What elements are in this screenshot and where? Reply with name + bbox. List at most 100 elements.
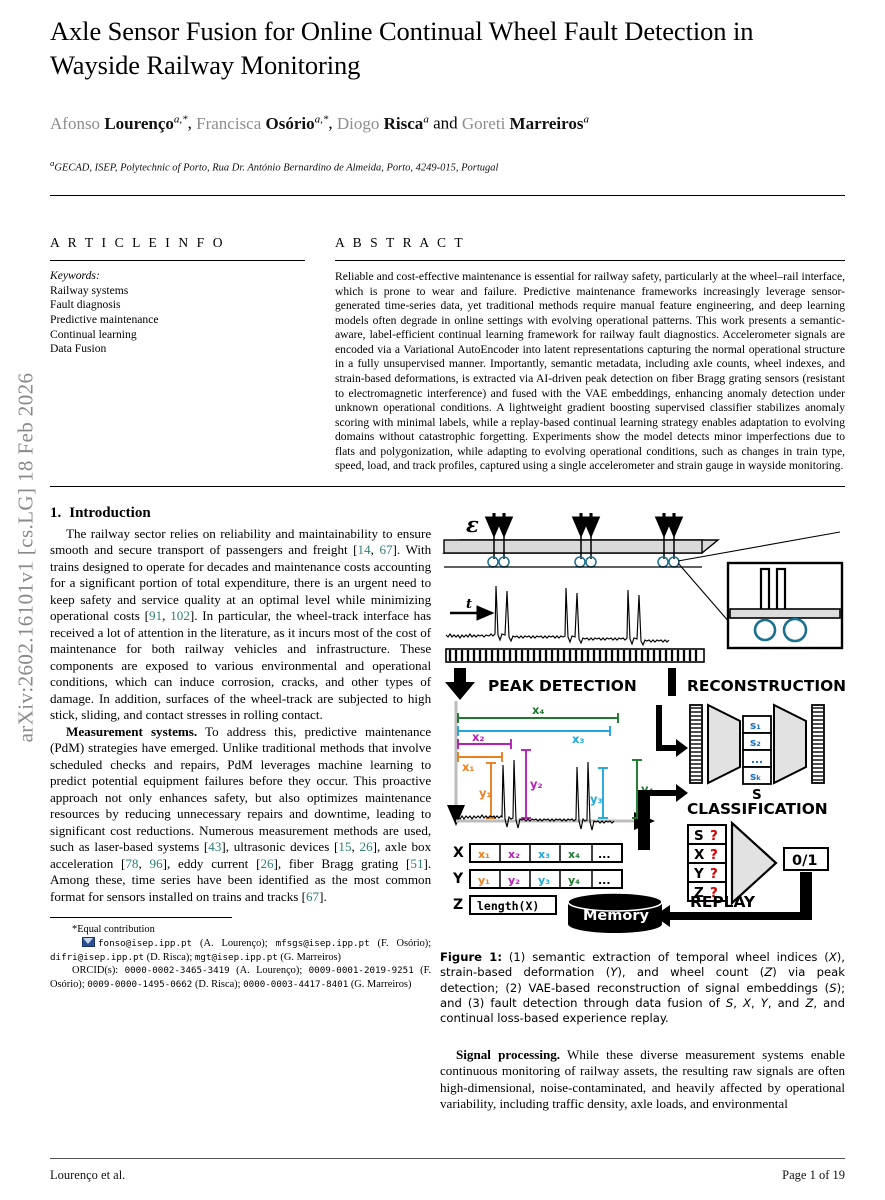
latent-cell-s2: s₂ <box>750 737 761 749</box>
affiliation-mark: a <box>50 157 55 168</box>
keywords-label: Keywords: <box>50 269 100 283</box>
article-info-heading: A R T I C L E I N F O <box>50 235 226 251</box>
runin-heading-measurement: Measurement systems. <box>66 723 198 739</box>
abstract-heading: A B S T R A C T <box>335 235 466 251</box>
caption-var-Y: Y <box>610 965 618 980</box>
sampling-comb <box>445 648 705 663</box>
zoom-callout-lines <box>677 531 841 624</box>
author-family: Marreiros <box>509 113 584 133</box>
author-given: Diogo <box>336 113 380 133</box>
time-symbol-label: t <box>466 597 472 612</box>
right-column: ε <box>440 505 846 1113</box>
citation-ref[interactable]: 96 <box>149 855 163 871</box>
cell-y-ellipsis: ... <box>598 874 611 887</box>
citation-ref[interactable]: 26 <box>359 839 373 855</box>
author-family: Lourenço <box>104 113 174 133</box>
orcid-id[interactable]: 0009-0001-2019-9251 <box>308 965 414 977</box>
wheel-detail-content <box>729 567 841 643</box>
vae-reconstruction: s₁ s₂ ... sₖ S <box>638 703 825 850</box>
span-x1 <box>457 751 503 762</box>
vae-encoder <box>707 703 741 785</box>
info-abstract-band: A R T I C L E I N F O Keywords: Railway … <box>50 222 845 474</box>
caption-part-3: ), and wheel count ( <box>617 965 765 980</box>
latent-label-S: S <box>752 787 762 803</box>
fusion-mark-X: ? <box>710 847 718 863</box>
peak-detection-plot: x₄ x₃ x₂ <box>447 700 655 830</box>
orcid-owner: (G. Marreiros) <box>348 978 412 990</box>
citation-ref[interactable]: 67 <box>306 888 320 904</box>
latent-cell-ellipsis: ... <box>751 754 763 766</box>
caption-part-8: , and <box>767 996 806 1011</box>
body-columns: 1.Introduction The railway sector relies… <box>50 505 846 1113</box>
orcid-owner: (F. Osório); <box>50 965 432 990</box>
citation-ref[interactable]: 51 <box>410 855 424 871</box>
cite-sep: , <box>351 839 360 855</box>
marker-label-x1: x₁ <box>462 760 474 774</box>
replay-arrow <box>654 871 812 927</box>
classifier-output-label: 0/1 <box>792 853 817 869</box>
author-affil-mark: a,* <box>314 113 329 125</box>
citation-ref[interactable]: 67 <box>379 542 393 558</box>
intro-p2-part7: ]. <box>319 888 327 904</box>
memory-store: Memory <box>567 892 663 933</box>
affiliation-text: GECAD, ISEP, Polytechnic of Porto, Rua D… <box>54 162 499 174</box>
left-column: 1.Introduction The railway sector relies… <box>50 505 431 1113</box>
email-address[interactable]: mfsgs@isep.ipp.pt <box>275 937 370 949</box>
marker-label-y1: y₁ <box>479 786 492 800</box>
cell-y2: y₂ <box>508 874 520 887</box>
intro-p2-part2: ], ultrasonic devices [ <box>221 839 339 855</box>
citation-ref[interactable]: 102 <box>170 608 190 624</box>
cite-sep: , <box>162 608 171 624</box>
marker-label-y3: y₃ <box>590 792 603 806</box>
recon-connector-bar <box>668 667 676 696</box>
feature-table: X x₁ x₂ x₃ x₄ ... Y <box>452 842 623 915</box>
citation-ref[interactable]: 14 <box>357 542 371 558</box>
email-owner: (G. Marreiros) <box>277 951 342 963</box>
feature-row-label-Y: Y <box>452 871 464 887</box>
memory-label: Memory <box>583 908 649 924</box>
citation-ref[interactable]: 15 <box>338 839 352 855</box>
footnote-orcids: ORCID(s): 0000-0002-3465-3419 (A. Louren… <box>50 964 431 991</box>
footer-rule <box>50 1158 845 1159</box>
section-heading: 1.Introduction <box>50 505 431 522</box>
column-gutter <box>431 505 440 1113</box>
email-owner: (F. Osório); <box>369 937 432 949</box>
keyword-item: Fault diagnosis <box>50 298 121 312</box>
author-and: and <box>428 113 462 133</box>
author-item: Afonso Lourençoa,* <box>50 113 188 133</box>
band-top-rule <box>50 195 845 197</box>
orcid-owner: (A. Lourenço); <box>229 965 309 977</box>
article-info-column: A R T I C L E I N F O Keywords: Railway … <box>50 222 335 474</box>
author-item: Francisca Osórioa,* <box>196 113 329 133</box>
figure-1: ε <box>440 505 846 1027</box>
author-family: Osório <box>265 113 315 133</box>
caption-var-S2: S <box>725 996 734 1011</box>
orcid-id[interactable]: 0000-0002-3465-3419 <box>124 965 230 977</box>
orcid-label: ORCID(s): <box>72 965 125 977</box>
cell-x4: x₄ <box>568 848 580 861</box>
orcid-id[interactable]: 0000-0003-4417-8401 <box>243 978 349 990</box>
orcid-id[interactable]: 0009-0000-1495-0662 <box>87 978 193 990</box>
email-owner: (A. Lourenço); <box>192 937 276 949</box>
citation-ref[interactable]: 91 <box>149 608 163 624</box>
citation-ref[interactable]: 43 <box>208 839 222 855</box>
span-y2 <box>521 748 531 819</box>
fusion-row-Y: Y <box>693 866 704 882</box>
replay-path: REPLAY <box>654 871 812 927</box>
cell-x3: x₃ <box>538 848 550 861</box>
email-address[interactable]: difri@isep.ipp.pt <box>50 951 145 963</box>
page-footer: Lourenço et al. Page 1 of 19 <box>50 1158 845 1183</box>
author-list: Afonso Lourençoa,*, Francisca Osórioa,*,… <box>50 108 845 135</box>
recon-input-arrow <box>656 704 688 757</box>
stage-label-reconstruction: RECONSTRUCTION <box>687 677 845 695</box>
email-address[interactable]: mgt@isep.ipp.pt <box>194 951 278 963</box>
citation-ref[interactable]: 78 <box>125 855 139 871</box>
email-address[interactable]: fonso@isep.ipp.pt <box>98 937 193 949</box>
fusion-row-X: X <box>694 847 705 863</box>
span-x2 <box>457 738 512 749</box>
peak-signal-trace <box>457 759 615 830</box>
citation-ref[interactable]: 26 <box>260 855 274 871</box>
affiliation: aGECAD, ISEP, Polytechnic of Porto, Rua … <box>50 156 845 176</box>
abstract-rule <box>335 260 845 262</box>
author-affil-mark: a <box>583 113 590 125</box>
